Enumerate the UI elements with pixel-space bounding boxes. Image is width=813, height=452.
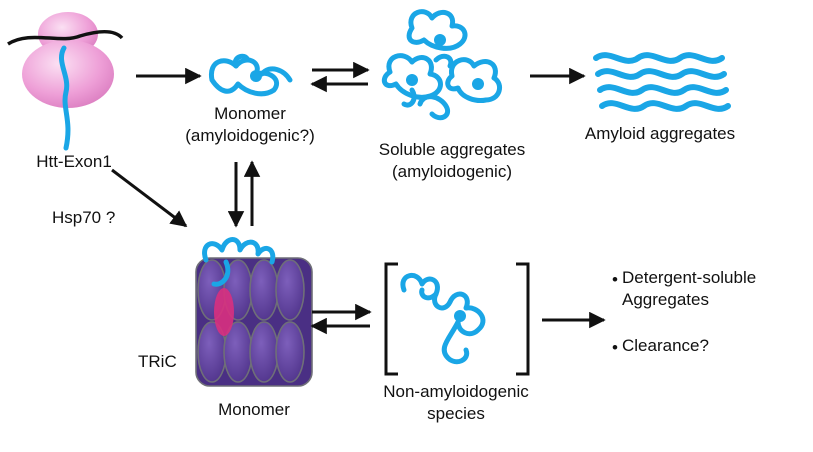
detergent-soluble-label: Detergent-soluble (622, 268, 757, 287)
bracket-left (384, 262, 398, 376)
htt-exon1-label: Htt-Exon1 (36, 152, 112, 171)
tric-monomer-label: Monomer (218, 400, 290, 419)
monomer-chain-icon (208, 53, 293, 97)
soluble-aggregates-sublabel: (amyloidogenic) (392, 162, 512, 181)
outcome-bullet-2: • (612, 338, 618, 357)
clearance-label: Clearance? (622, 336, 709, 355)
tric-label: TRiC (138, 352, 177, 371)
ribosome-icon (7, 12, 124, 151)
detergent-soluble-sublabel: Aggregates (622, 290, 709, 309)
soluble-aggregates-icon (381, 9, 503, 121)
aggregate-head-icon-3 (472, 78, 484, 90)
nonamyloid-sublabel: species (427, 404, 485, 423)
tric-chaperonin-icon (195, 257, 313, 387)
bracket-right (516, 262, 530, 376)
monomer-label: Monomer (214, 104, 286, 123)
monomer-sublabel: (amyloidogenic?) (185, 126, 315, 145)
tric-substrate-chain-icon (202, 237, 276, 287)
hsp70-label: Hsp70 ? (52, 208, 116, 227)
aggregate-head-icon-2 (406, 74, 418, 86)
amyloid-fibril-icon (593, 52, 731, 112)
nonamyloid-head-icon (454, 310, 466, 322)
arrow-htt-to-tric (111, 168, 188, 228)
aggregate-head-icon-1 (434, 34, 446, 46)
outcome-bullet-1: • (612, 270, 618, 289)
nonamyloid-chain-icon (400, 273, 486, 365)
nonamyloid-label: Non-amyloidogenic (383, 382, 529, 401)
monomer-head-icon (250, 70, 262, 82)
amyloid-aggregates-label: Amyloid aggregates (584, 124, 736, 143)
soluble-aggregates-label: Soluble aggregates (378, 140, 526, 159)
